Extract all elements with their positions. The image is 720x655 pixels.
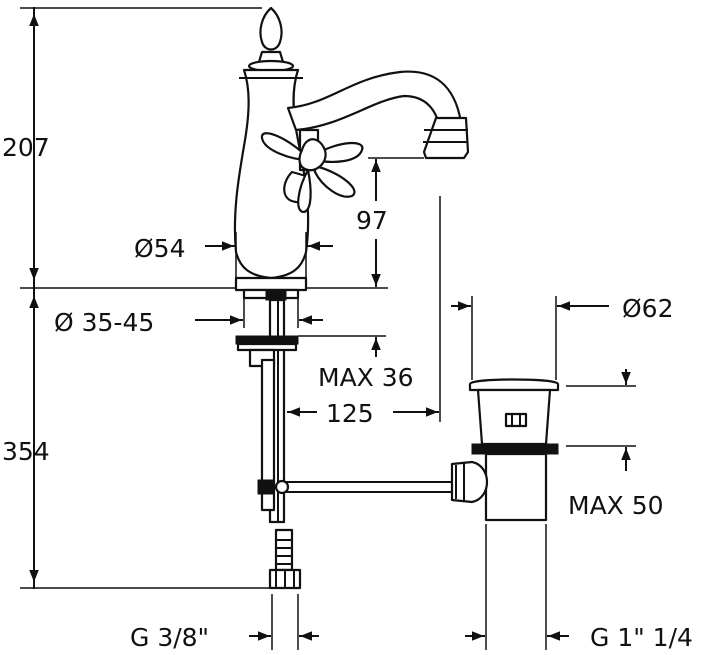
dim-total-top-height: 207 xyxy=(2,133,50,162)
mounting-assembly xyxy=(235,289,302,590)
dim-max-deck-thickness: MAX 36 xyxy=(318,363,414,392)
faucet-body xyxy=(233,6,470,300)
pop-up-waste xyxy=(274,378,560,522)
dim-spout-height: 97 xyxy=(356,206,388,235)
dim-body-diameter: Ø54 xyxy=(134,234,186,263)
dim-waste-diameter: Ø62 xyxy=(622,294,674,323)
dim-total-bottom-height: 354 xyxy=(2,437,50,466)
dimension-lines xyxy=(20,7,636,650)
dim-tap-connection: G 3/8" xyxy=(130,623,209,652)
dim-hole-diameter: Ø 35-45 xyxy=(54,308,154,337)
dim-max-basin-thickness: MAX 50 xyxy=(568,491,664,520)
dim-spout-reach: 125 xyxy=(326,399,374,428)
dim-waste-connection: G 1" 1/4 xyxy=(590,623,693,652)
